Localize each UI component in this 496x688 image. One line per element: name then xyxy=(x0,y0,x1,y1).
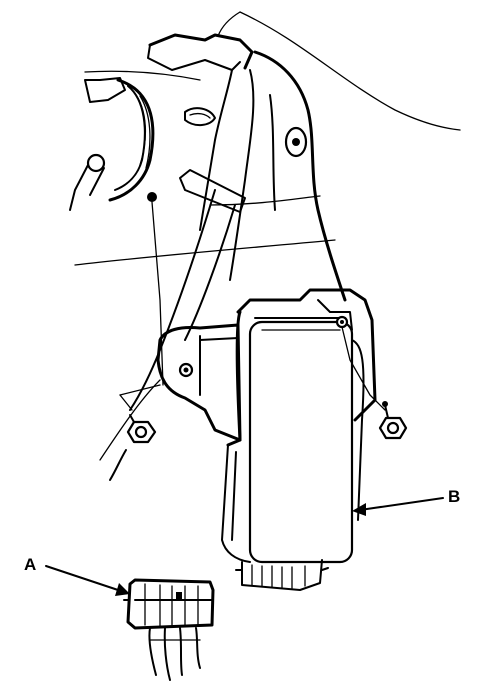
bolt-left xyxy=(109,384,161,481)
callout-b-label: B xyxy=(448,487,460,506)
callout-b: B xyxy=(352,487,460,516)
left-bracket-assembly xyxy=(69,77,155,211)
callout-a: A xyxy=(24,555,130,596)
fastener-leader-upper xyxy=(147,192,164,386)
unit-connector-socket xyxy=(235,559,329,591)
mounting-flange-left xyxy=(156,323,242,442)
callout-a-label: A xyxy=(24,555,36,574)
bolt-right xyxy=(378,401,408,440)
center-pillar xyxy=(147,33,347,302)
mounting-tab-right xyxy=(317,299,386,411)
harness-connector xyxy=(123,578,215,681)
